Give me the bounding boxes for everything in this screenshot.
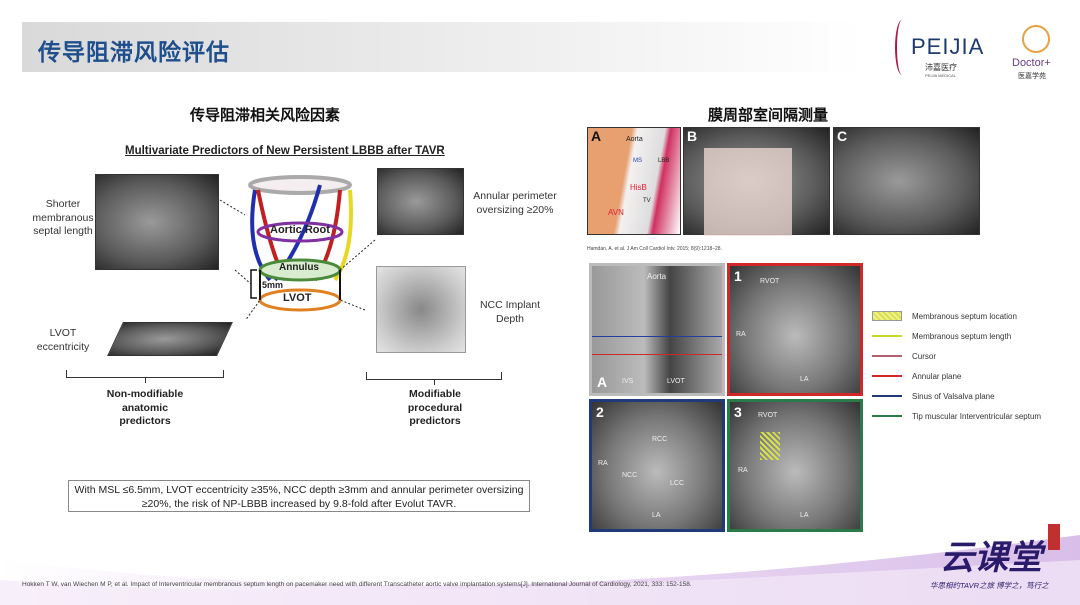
figure-title: Multivariate Predictors of New Persisten… (125, 145, 445, 157)
grid-a-ivs: IVS (622, 378, 634, 385)
grid-panel-a: A Aorta IVS LVOT (589, 263, 725, 396)
slogan-text: 华思相约TAVR之旅 博学之，笃行之 (930, 581, 1049, 590)
peijia-cn: 沛嘉医疗 (925, 63, 957, 72)
nonmod-label: Non-modifiable anatomic predictors (106, 388, 184, 428)
cursor-arrow-icon (872, 355, 902, 357)
red-line-icon (872, 375, 902, 377)
lbb-label: LBB (658, 158, 670, 164)
legend-item: Sinus of Valsalva plane (872, 386, 1041, 406)
hisb-label: HisB (630, 183, 647, 192)
doctor-wordmark: Doctor+ (1012, 57, 1051, 69)
ms-label: MS (633, 158, 642, 164)
legend-label: Sinus of Valsalva plane (912, 391, 995, 401)
lvot-eccentricity-label: LVOT eccentricity (36, 327, 90, 353)
title-bar: 传导阻滞风险评估 (22, 22, 862, 72)
left-heading: 传导阻滞相关风险因素 (190, 107, 341, 124)
legend-item: Membranous septum location (872, 306, 1041, 326)
peijia-en: PEIJIA MEDICAL (925, 73, 956, 78)
grid-3-ra: RA (738, 467, 748, 474)
nonmod-brace (66, 370, 224, 383)
ct-heart-image (95, 174, 219, 270)
annulus-label: Annulus (279, 262, 319, 273)
page-title: 传导阻滞风险评估 (38, 39, 230, 65)
grid-3-la: LA (800, 512, 809, 519)
annular-ct-image (377, 168, 464, 235)
peijia-logo: PEIJIA 沛嘉医疗 PEIJIA MEDICAL (895, 20, 995, 80)
mod-label: Modifiable procedural predictors (407, 388, 463, 428)
grid-panel-3: 3 RVOT RA LA (727, 399, 863, 532)
top-panel-a: A Aorta MS LBB HisB AVN TV (587, 127, 681, 235)
grid-a-aorta: Aorta (647, 272, 667, 281)
avn-label: AVN (608, 208, 624, 217)
ncc-depth-label: NCC Implant Depth (479, 299, 541, 325)
summary-note: With MSL ≤6.5mm, LVOT eccentricity ≥35%,… (68, 480, 530, 512)
aortic-root-diagram (219, 175, 376, 320)
seal-icon (1048, 524, 1060, 550)
doctor-cn: 医嘉学苑 (1018, 73, 1046, 80)
aorta-label: Aorta (626, 136, 643, 143)
legend-item: Tip muscular Interventricular septum (872, 406, 1041, 426)
grid-2-rcc: RCC (652, 436, 668, 443)
overlay-diagram (704, 148, 792, 236)
mod-brace (366, 372, 502, 385)
grid-panel-2: 2 RCC RA LA NCC LCC (589, 399, 725, 532)
grid-1-rvot: RVOT (760, 278, 780, 285)
sinus-line (592, 336, 722, 337)
double-arrow-icon (872, 335, 902, 337)
grid-2-number: 2 (596, 404, 604, 420)
brand-text: 云课堂 (940, 538, 1042, 578)
grid-3-number: 3 (734, 404, 742, 420)
yunketang-logo: 云课堂 华思相约TAVR之旅 博学之，笃行之 (930, 520, 1070, 595)
legend-item: Membranous septum length (872, 326, 1041, 346)
footer-citation: Hokken T W, van Wiechen M P, et al. Impa… (22, 581, 692, 588)
aortic-root-label: Aortic Root (270, 224, 330, 236)
legend-label: Cursor (912, 351, 937, 361)
footer-wave-decoration (0, 535, 1080, 605)
doctor-plus-logo: Doctor+ 医嘉学苑 (1012, 25, 1064, 80)
grid-3-rvot: RVOT (758, 412, 778, 419)
peijia-wordmark: PEIJIA (911, 34, 985, 59)
lvot-label: LVOT (283, 292, 312, 304)
grid-2-lcc: LCC (670, 480, 685, 487)
legend: Membranous septum location Membranous se… (872, 306, 1041, 426)
grid-1-number: 1 (734, 268, 742, 284)
ncc-fluoro-image (376, 266, 466, 353)
grid-a-number: A (597, 374, 608, 390)
legend-item: Annular plane (872, 366, 1041, 386)
blue-line-icon (872, 395, 902, 397)
brain-icon (1022, 25, 1050, 53)
green-line-icon (872, 415, 902, 417)
annular-line (592, 354, 722, 355)
grid-2-ra: RA (598, 460, 608, 467)
legend-label: Membranous septum length (912, 331, 1012, 341)
panel-c-letter: C (837, 128, 848, 144)
grid-2-la: LA (652, 512, 661, 519)
top-panel-b: B (683, 127, 830, 236)
panel-b-letter: B (687, 128, 698, 144)
grid-2-ncc: NCC (622, 472, 638, 479)
right-heading: 膜周部室间隔测量 (708, 107, 829, 124)
tv-label: TV (643, 198, 651, 204)
msl-label: Shorter membranous septal length (32, 198, 94, 238)
legend-label: Annular plane (912, 371, 962, 381)
legend-item: Cursor (872, 346, 1041, 366)
grid-a-lvot: LVOT (667, 378, 685, 385)
annular-oversizing-label: Annular perimeter oversizing ≥20% (473, 190, 557, 216)
grid-1-ra: RA (736, 331, 746, 338)
hatch-swatch-icon (872, 311, 902, 321)
legend-label: Membranous septum location (912, 311, 1017, 321)
grid-panel-1: 1 RVOT RA LA (727, 263, 863, 396)
septum-hatch (760, 432, 780, 460)
hamdan-citation: Hamdan, A. et al. J Am Coll Cardiol Intv… (587, 246, 722, 252)
peijia-swoosh-icon (895, 20, 909, 75)
5mm-label: 5mm (262, 280, 284, 290)
legend-label: Tip muscular Interventricular septum (912, 411, 1042, 421)
panel-a-letter: A (591, 128, 602, 144)
grid-1-la: LA (800, 376, 809, 383)
lvot-slice-image (107, 322, 233, 356)
top-panel-c: C (833, 127, 980, 235)
